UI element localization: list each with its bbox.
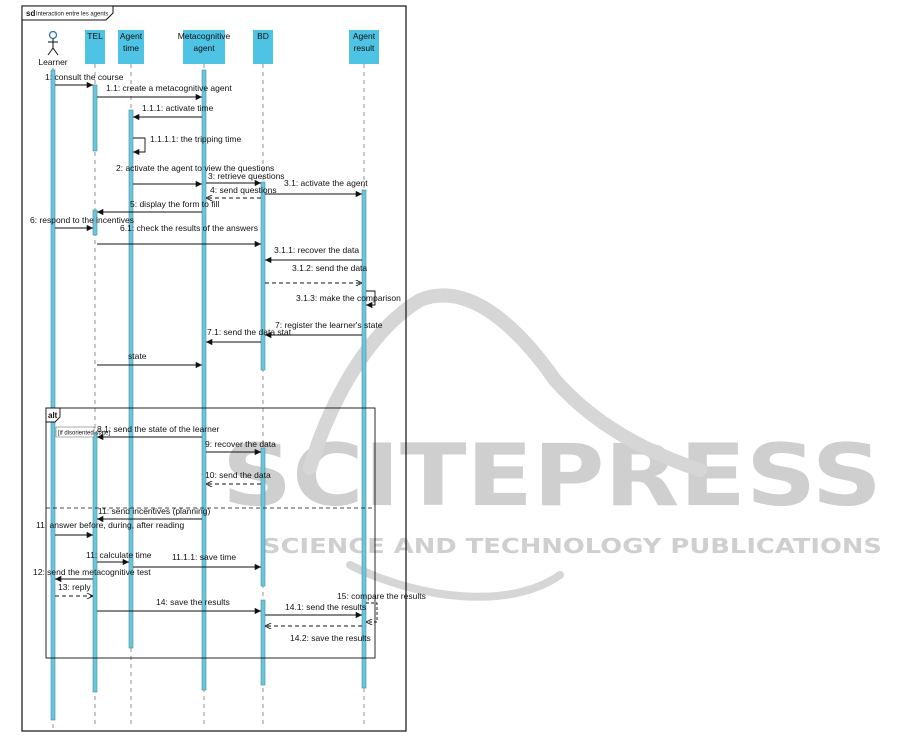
message-label-2: 2: activate the agent to view the questi… [116, 163, 274, 173]
message-label-1-1-1-1: 1.1.1.1: the tripping time [150, 134, 241, 144]
actor-left-leg [47, 47, 54, 56]
message-label-14-2: 14.2: save the results [290, 633, 371, 643]
alt-fragment: alt [if disoriented state] [45, 407, 376, 659]
message-label-15: 15: compare the results [337, 591, 426, 601]
lifeline-head-bd [253, 30, 273, 64]
lifeline-result-label-2: result [354, 43, 375, 53]
activation-tel-3 [92, 432, 98, 693]
lifeline-heads: TEL Agent time Metacognitive agent BD Ag… [85, 30, 379, 64]
message-label-14-1: 14.1: send the results [285, 602, 366, 612]
frame-tag: sd [26, 9, 35, 18]
activation-time [128, 109, 134, 649]
message-label-1-1-1: 1.1.1: activate time [142, 103, 214, 113]
message-label-6-1: 6.1: check the results of the answers [120, 223, 258, 233]
watermark-main: SCITEPRESS [222, 426, 882, 526]
lifeline-head-meta [183, 30, 225, 64]
frame-title: Interaction entre les agents [36, 12, 108, 18]
activation-bd-2 [260, 447, 266, 587]
lifeline-head-time [118, 30, 144, 64]
message-labels: 1: consult the course 1.1: create a meta… [30, 72, 426, 643]
lifeline-meta-label-1: Metacognitive [178, 31, 231, 41]
message-label-3-1-1: 3.1.1: recover the data [274, 245, 359, 255]
lifeline-bd-label: BD [257, 31, 269, 41]
message-label-11-1-1: 11.1.1: save time [172, 552, 236, 562]
actor-head-icon [48, 30, 58, 40]
message-label-3-1: 3.1: activate the agent [284, 178, 368, 188]
lifeline-tel-label: TEL [87, 31, 103, 41]
message-label-7: 7: register the learner's state [275, 320, 383, 330]
alt-guard-box [55, 426, 95, 438]
activation-learner [50, 69, 56, 721]
watermark-swoosh-lower [346, 561, 564, 601]
alt-operator-tab [45, 407, 61, 423]
message-label-12: 12: send the metacognitive test [33, 567, 151, 577]
sd-frame: sd Interaction entre les agents [21, 5, 407, 732]
activation-bd-3 [260, 599, 266, 686]
message-label-4: 4: send questions [210, 185, 277, 195]
message-label-11-incentives: 11: send incentives (planning) [98, 506, 210, 516]
actor-name: Learner [38, 57, 67, 67]
lifeline-time-label-1: Agent [120, 31, 143, 41]
frame-border [21, 5, 407, 732]
message-label-5: 5: display the form to fill [130, 199, 219, 209]
lifeline-head-tel [85, 30, 105, 64]
watermark: SCITEPRESS SCIENCE AND TECHNOLOGY PUBLIC… [222, 288, 882, 601]
message-label-13: 13: reply [58, 582, 91, 592]
message-arrow-self-time [133, 137, 146, 156]
messages [55, 81, 378, 626]
actor-right-leg [52, 47, 59, 56]
message-label-14: 14: save the results [156, 597, 230, 607]
message-label-3: 3: retrieve questions [208, 171, 285, 181]
activation-tel-1 [92, 84, 98, 152]
alt-fragment-box [45, 407, 376, 659]
lifeline-result-label-1: Agent [353, 31, 376, 41]
watermark-swoosh [303, 288, 707, 477]
activation-tel-2 [92, 209, 98, 236]
lifeline-head-result [349, 30, 379, 64]
alt-guard: [if disoriented state] [58, 431, 110, 437]
actor-learner: Learner [38, 30, 68, 67]
message-label-1: 1: consult the course [45, 72, 124, 82]
message-label-state: state [128, 351, 147, 361]
message-label-9: 9: recover the data [205, 439, 276, 449]
lifeline-meta-label-2: agent [193, 43, 215, 53]
message-label-3-1-2: 3.1.2: send the data [292, 263, 367, 273]
message-label-8-1: 8.1: send the state of the learner [97, 424, 220, 434]
message-label-3-1-3: 3.1.3: make the comparison [296, 293, 401, 303]
message-label-7-1: 7.1: send the data stat [207, 327, 292, 337]
message-arrow-3-1-3 [366, 290, 376, 309]
alt-operator: alt [48, 411, 58, 420]
message-label-11-answer: 11: answer before, during, after reading [36, 520, 184, 530]
frame-tab [21, 5, 114, 21]
activation-bars [50, 69, 367, 721]
message-label-10: 10: send the data [205, 470, 271, 480]
watermark-sub: SCIENCE AND TECHNOLOGY PUBLICATIONS [262, 534, 882, 558]
message-label-1-1: 1.1: create a metacognitive agent [106, 83, 232, 93]
message-label-11-calculate: 11: calculate time [86, 550, 152, 560]
lifeline-time-label-2: time [123, 43, 139, 53]
message-arrow-15 [366, 602, 378, 622]
activation-meta [201, 69, 207, 691]
activation-bd-1 [260, 181, 266, 371]
message-label-6: 6: respond to the incentives [30, 215, 134, 225]
activation-result [361, 189, 367, 689]
